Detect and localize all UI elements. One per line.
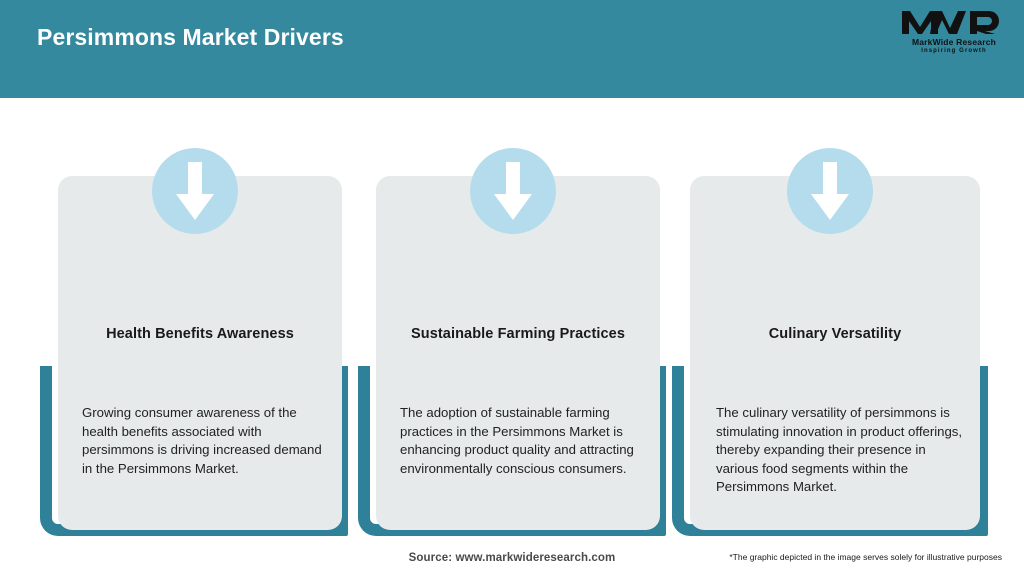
logo-mwr-icon [902, 11, 999, 34]
card-icon-circle [470, 148, 556, 234]
down-arrow-icon [811, 162, 849, 220]
card-body-text: Growing consumer awareness of the health… [82, 405, 322, 476]
card-title: Culinary Versatility [768, 326, 902, 342]
source-label: Source: www.markwideresearch.com [408, 552, 616, 564]
drivers-card-row: Health Benefits Awareness Growing consum… [0, 98, 1024, 538]
logo-tagline: Inspiring Growth [921, 48, 987, 54]
down-arrow-icon [494, 162, 532, 220]
card-panel: Health Benefits Awareness Growing consum… [58, 176, 342, 530]
page-title: Persimmons Market Drivers [37, 24, 344, 50]
down-arrow-icon [176, 162, 214, 220]
card-title: Sustainable Farming Practices [410, 326, 626, 342]
header-bar: Persimmons Market Drivers MarkWide Resea… [0, 0, 1024, 98]
card-title: Health Benefits Awareness [106, 326, 294, 342]
disclaimer-note: *The graphic depicted in the image serve… [729, 552, 1002, 562]
logo: MarkWide Research Inspiring Growth [900, 8, 1008, 56]
card-body-text: The adoption of sustainable farming prac… [400, 405, 634, 476]
card-icon-circle [787, 148, 873, 234]
logo-company-name: MarkWide Research [911, 37, 997, 47]
card-icon-circle [152, 148, 238, 234]
driver-card-2[interactable]: Sustainable Farming Practices The adopti… [358, 98, 666, 538]
driver-card-3[interactable]: Culinary Versatility The culinary versat… [672, 98, 988, 538]
card-body-text: The culinary versatility of persimmons i… [716, 405, 963, 495]
driver-card-1[interactable]: Health Benefits Awareness Growing consum… [40, 98, 348, 538]
card-panel: Culinary Versatility The culinary versat… [690, 176, 980, 530]
card-panel: Sustainable Farming Practices The adopti… [376, 176, 660, 530]
